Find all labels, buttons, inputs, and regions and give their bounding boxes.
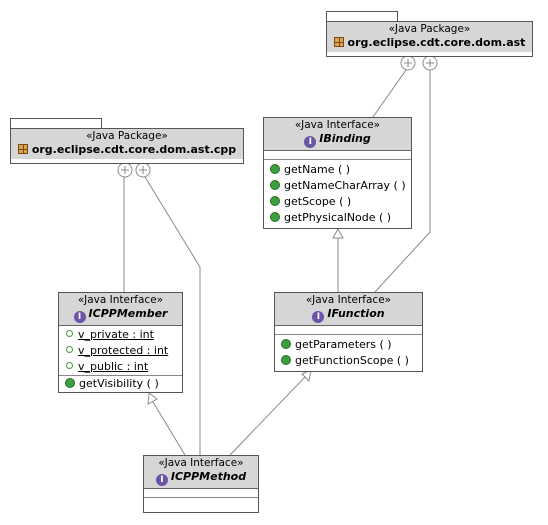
generalization-line-icppmethod-function xyxy=(229,376,306,456)
package-tab xyxy=(326,11,398,21)
generalization-arrowhead xyxy=(332,227,344,239)
fields-compartment: v_private : int v_protected : int v_publ… xyxy=(59,326,182,375)
containment-line-ibinding xyxy=(372,69,407,118)
method-name: getName ( ) xyxy=(284,163,351,176)
field-row[interactable]: v_protected : int xyxy=(59,343,182,359)
method-row[interactable]: getNameCharArray ( ) xyxy=(264,178,411,194)
method-row[interactable]: getParameters ( ) xyxy=(275,337,422,353)
interface-icon: I xyxy=(155,474,168,486)
method-row[interactable]: getVisibility ( ) xyxy=(59,376,182,392)
public-method-icon xyxy=(270,196,280,206)
package-tab xyxy=(10,118,102,128)
interface-name: IBinding xyxy=(319,132,371,145)
package-name: org.eclipse.cdt.core.dom.ast.cpp xyxy=(31,143,237,156)
interface-icon: I xyxy=(312,311,325,323)
interface-name: ICPPMethod xyxy=(170,470,247,483)
package-ast[interactable]: «Java Package» org.eclipse.cdt.core.dom.… xyxy=(326,21,533,57)
generalization-arrowhead xyxy=(301,369,312,383)
methods-compartment xyxy=(144,497,258,507)
interface-name: IFunction xyxy=(327,307,385,320)
interface-stereotype: «Java Interface» xyxy=(158,457,244,469)
public-static-field-icon xyxy=(66,362,73,369)
containment-line-ifunction-2 xyxy=(374,231,431,293)
fields-compartment xyxy=(275,326,422,334)
public-method-icon xyxy=(270,164,280,174)
field-name: v_private : int xyxy=(78,328,154,341)
interface-icon: I xyxy=(73,311,86,323)
interface-stereotype: «Java Interface» xyxy=(294,119,381,131)
interface-icon: I xyxy=(304,136,317,148)
method-row[interactable]: getPhysicalNode ( ) xyxy=(264,210,411,226)
public-static-field-icon xyxy=(66,330,73,337)
method-name: getVisibility ( ) xyxy=(79,377,159,390)
field-row[interactable]: v_private : int xyxy=(59,327,182,343)
public-method-icon xyxy=(270,180,280,190)
field-row[interactable]: v_public : int xyxy=(59,359,182,375)
field-name: v_public : int xyxy=(78,360,149,373)
method-name: getPhysicalNode ( ) xyxy=(284,211,392,224)
method-name: getParameters ( ) xyxy=(295,338,392,351)
methods-compartment: getParameters ( ) getFunctionScope ( ) xyxy=(275,334,422,371)
package-stereotype: «Java Package» xyxy=(388,23,471,35)
method-name: getNameCharArray ( ) xyxy=(284,179,406,192)
generalization-arrowhead xyxy=(147,392,158,405)
generalization-line-icppmethod-member xyxy=(152,401,186,456)
methods-compartment: getName ( ) getNameCharArray ( ) getScop… xyxy=(264,159,411,228)
public-method-icon xyxy=(281,355,291,365)
fields-compartment xyxy=(264,151,411,159)
method-row[interactable]: getFunctionScope ( ) xyxy=(275,353,422,369)
package-stereotype: «Java Package» xyxy=(86,130,168,142)
methods-compartment: getVisibility ( ) xyxy=(59,375,182,392)
public-method-icon xyxy=(65,378,75,388)
package-name: org.eclipse.cdt.core.dom.ast xyxy=(347,36,526,49)
method-name: getScope ( ) xyxy=(284,195,352,208)
interface-stereotype: «Java Interface» xyxy=(77,294,164,306)
package-ast-cpp[interactable]: «Java Package» org.eclipse.cdt.core.dom.… xyxy=(10,128,244,164)
package-icon xyxy=(333,37,344,47)
method-row[interactable]: getName ( ) xyxy=(264,162,411,178)
field-name: v_protected : int xyxy=(78,344,169,357)
interface-name: ICPPMember xyxy=(88,307,168,320)
public-method-icon xyxy=(270,212,280,222)
public-method-icon xyxy=(281,339,291,349)
package-icon xyxy=(17,144,28,154)
method-row[interactable]: getScope ( ) xyxy=(264,194,411,210)
fields-compartment xyxy=(144,489,258,497)
public-static-field-icon xyxy=(66,346,73,353)
containment-line-icppmethod xyxy=(144,176,201,268)
method-name: getFunctionScope ( ) xyxy=(295,354,409,367)
interface-stereotype: «Java Interface» xyxy=(305,294,392,306)
